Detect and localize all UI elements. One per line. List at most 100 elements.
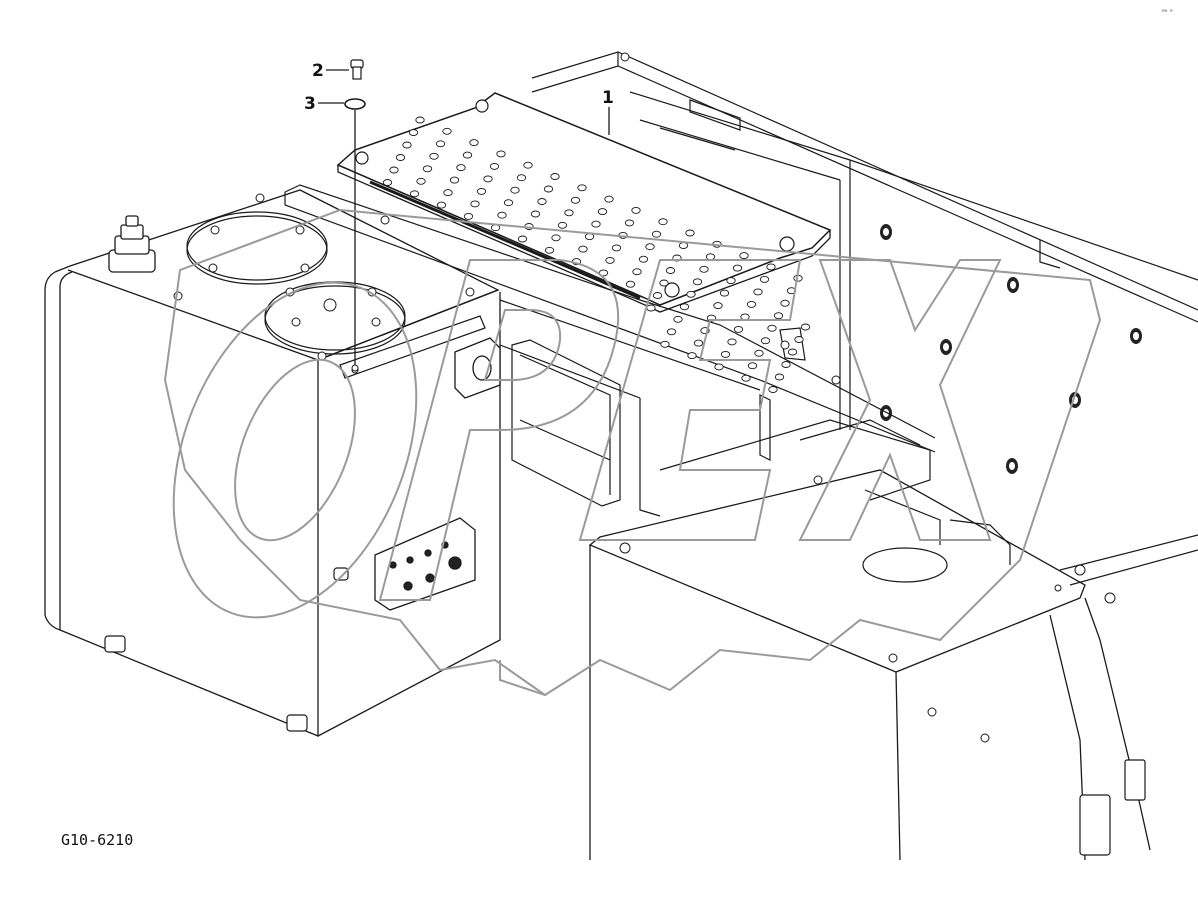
port-flange	[454, 337, 501, 399]
perforation-hole	[732, 264, 743, 272]
perforation-hole	[713, 302, 723, 310]
perforation-hole	[651, 230, 662, 238]
perforation-hole	[659, 279, 669, 287]
perforation-hole	[611, 244, 622, 252]
perforation-hole	[422, 165, 433, 173]
perforation-hole	[578, 245, 588, 253]
perforation-hole	[739, 252, 749, 260]
perforation-hole	[429, 152, 439, 160]
watermark-logo	[163, 208, 1102, 697]
bolt-part	[350, 59, 364, 80]
tank-bolts	[173, 52, 1116, 743]
perforation-hole	[597, 208, 608, 216]
perforation-hole	[766, 263, 776, 271]
perforation-hole	[687, 352, 697, 360]
perforation-hole	[693, 339, 704, 347]
perforation-hole	[632, 268, 642, 276]
perforation-hole	[449, 176, 460, 184]
perforation-hole	[389, 166, 399, 174]
breather-cap	[108, 215, 156, 273]
perforation-hole	[692, 278, 703, 286]
perforation-hole	[768, 386, 778, 393]
perforation-hole	[489, 162, 500, 170]
manifold-plate	[374, 517, 476, 611]
perforation-hole	[678, 242, 689, 249]
perforation-hole	[557, 221, 568, 229]
perforation-hole	[604, 195, 614, 203]
perforation-hole	[435, 140, 446, 148]
perforation-hole	[747, 362, 758, 370]
perforated-cover	[336, 92, 832, 393]
perforation-hole	[699, 265, 709, 273]
perforation-hole	[476, 187, 487, 195]
perforation-hole	[720, 350, 731, 358]
perforation-hole	[666, 328, 677, 336]
perforation-hole	[631, 206, 641, 214]
perforation-hole	[409, 190, 420, 198]
perforation-hole	[781, 361, 791, 368]
perforation-hole	[462, 151, 473, 159]
perforation-hole	[705, 253, 716, 261]
perforation-hole	[523, 161, 533, 169]
perforation-hole	[408, 129, 419, 136]
perforation-hole	[463, 212, 474, 220]
perforation-hole	[395, 154, 406, 161]
perforation-hole	[543, 185, 554, 193]
washer-part	[344, 98, 366, 110]
hinge	[1079, 759, 1146, 856]
perforation-hole	[787, 348, 798, 356]
perforation-hole	[746, 300, 757, 308]
perforation-hole	[780, 299, 790, 307]
perforation-hole	[544, 246, 555, 254]
perforation-hole	[679, 303, 690, 311]
perforation-hole	[443, 189, 453, 197]
perforation-hole	[733, 325, 744, 333]
perforation-hole	[564, 209, 574, 217]
leader-lines	[318, 69, 610, 135]
perforation-hole	[530, 210, 541, 218]
perforation-hole	[773, 312, 784, 320]
perforation-hole	[660, 340, 670, 348]
perforation-hole	[658, 218, 668, 226]
perforation-hole	[726, 277, 736, 285]
callout-1: 1	[602, 88, 614, 108]
perforation-hole	[517, 235, 528, 243]
perforation-hole	[591, 220, 601, 228]
callout-2: 2	[312, 61, 324, 81]
axis-end-hole	[351, 364, 359, 372]
perforation-hole	[577, 184, 587, 192]
perforation-hole	[570, 196, 581, 204]
perforation-hole	[754, 349, 764, 357]
perforation-hole	[665, 267, 676, 274]
housing-opening	[862, 547, 948, 583]
perforation-hole	[767, 324, 777, 332]
drain-plugs	[104, 567, 349, 732]
perforation-hole	[741, 374, 751, 382]
hydraulic-tank	[44, 189, 501, 737]
perforation-hole	[760, 337, 771, 345]
perforation-hole	[537, 198, 547, 205]
perforation-hole	[470, 200, 480, 208]
perforation-hole	[646, 304, 656, 312]
perforation-hole	[673, 315, 683, 323]
perforation-hole	[774, 373, 785, 381]
perforation-hole	[442, 127, 452, 135]
perforation-hole	[469, 139, 479, 147]
perforation-hole	[727, 338, 737, 346]
side-frame	[531, 51, 1198, 430]
perforation-hole	[497, 211, 507, 219]
perforation-hole	[652, 292, 663, 299]
perforation-hole	[685, 229, 695, 237]
perforation-hole	[436, 201, 447, 209]
right-rail	[1059, 534, 1198, 586]
perforation-hole	[550, 173, 560, 180]
perforation-hole	[753, 288, 763, 296]
perforation-hole	[483, 175, 493, 183]
perforation-hole	[759, 275, 770, 283]
perforation-hole	[551, 234, 561, 242]
perforation-hole	[516, 174, 527, 182]
callout-3: 3	[304, 94, 316, 114]
perforation-hole	[382, 179, 393, 186]
drawing-code: G10-6210	[61, 831, 133, 849]
